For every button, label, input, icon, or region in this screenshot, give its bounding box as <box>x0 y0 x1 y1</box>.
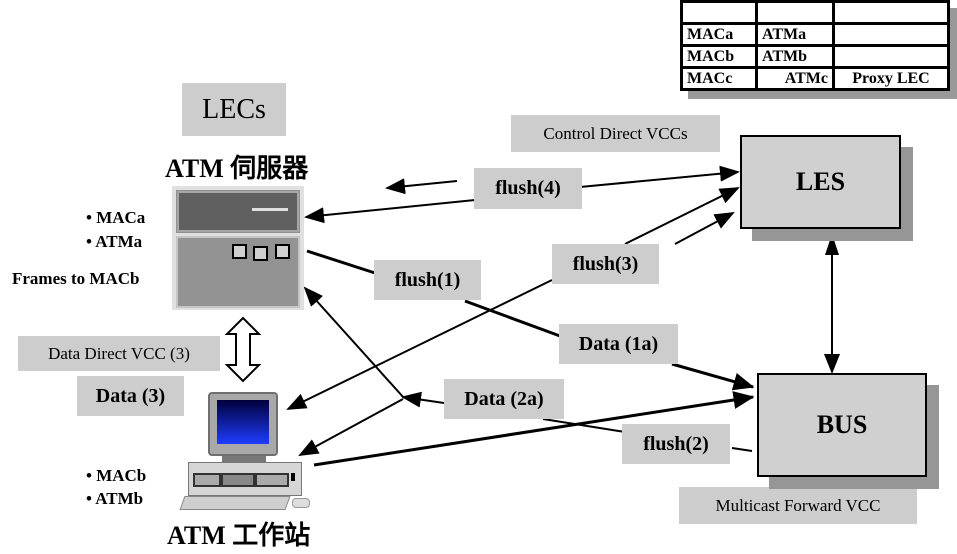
flush4-to-les-arrow <box>579 165 740 188</box>
table-cell: ATMb <box>755 44 835 69</box>
flush1-from-server-line <box>306 249 376 275</box>
control-direct-vccs-label: Control Direct VCCs <box>511 115 720 152</box>
data1a-label: Data (1a) <box>559 324 678 364</box>
workstation-mac-bullet: • MACb <box>86 466 147 485</box>
flush4-small-arrow <box>385 178 458 195</box>
table-cell <box>832 0 950 25</box>
data1a-to-bus-arrow <box>671 362 755 391</box>
data3-label: Data (3) <box>77 376 184 416</box>
data2a-to-server-arrow <box>303 286 405 399</box>
table-row: MACc ATMc Proxy LEC <box>680 66 950 91</box>
le-arp-table: MACa ATMa MACb ATMb MACc ATMc Proxy LEC <box>680 0 950 91</box>
data2a-pointer-arrow <box>401 391 445 408</box>
monitor-icon <box>208 392 278 456</box>
monitor-screen <box>217 400 269 444</box>
workstation-icon <box>176 390 316 510</box>
table-cell <box>755 0 835 25</box>
flush1-to-data1a-line <box>464 299 561 338</box>
workstation-title: ATM 工作站 <box>167 521 311 550</box>
workstation-to-bus-arrow <box>313 391 755 467</box>
table-cell: MACa <box>680 22 758 47</box>
keyboard-icon <box>179 496 291 510</box>
table-cell <box>832 44 950 69</box>
data2a-to-workstation-arrow <box>298 398 404 456</box>
bus-node: BUS <box>757 373 927 477</box>
table-row: MACa ATMa <box>680 22 950 47</box>
server-atm-bullet: • ATMa <box>86 232 143 251</box>
frames-label: Frames to MACb <box>12 269 140 288</box>
table-cell: ATMc <box>755 66 835 91</box>
table-cell: MACc <box>680 66 758 91</box>
server-icon <box>172 186 304 310</box>
mouse-icon <box>292 498 310 508</box>
flush3-label: flush(3) <box>552 244 659 284</box>
flush3-small-arrow <box>674 212 735 245</box>
table-cell: ATMa <box>755 22 835 47</box>
table-cell: MACb <box>680 44 758 69</box>
table-cell <box>680 0 758 25</box>
flush1-label: flush(1) <box>374 260 481 300</box>
flush3-to-workstation-arrow <box>286 279 553 410</box>
data-direct-vcc-label: Data Direct VCC (3) <box>18 336 220 371</box>
flush3-to-les-arrow <box>624 187 740 245</box>
pc-case-icon <box>188 462 302 496</box>
table-row <box>680 0 950 25</box>
multicast-forward-vcc-label: Multicast Forward VCC <box>679 487 917 524</box>
server-title: ATM 伺服器 <box>165 154 309 183</box>
data-direct-double-arrow <box>224 316 262 383</box>
server-mac-bullet: • MACa <box>86 208 146 227</box>
flush4-to-server-arrow <box>304 199 476 224</box>
flush2-to-bus-line <box>731 447 753 452</box>
les-node: LES <box>740 135 901 229</box>
workstation-atm-bullet: • ATMb <box>86 489 144 508</box>
data2a-label: Data (2a) <box>444 379 564 419</box>
table-row: MACb ATMb <box>680 44 950 69</box>
flush2-label: flush(2) <box>622 424 730 464</box>
table-cell: Proxy LEC <box>832 66 950 91</box>
flush4-label: flush(4) <box>474 168 582 209</box>
table-cell <box>832 22 950 47</box>
flush2-line <box>542 418 626 433</box>
les-bus-arrowhead-top <box>825 234 839 255</box>
lecs-label: LECs <box>182 83 286 136</box>
